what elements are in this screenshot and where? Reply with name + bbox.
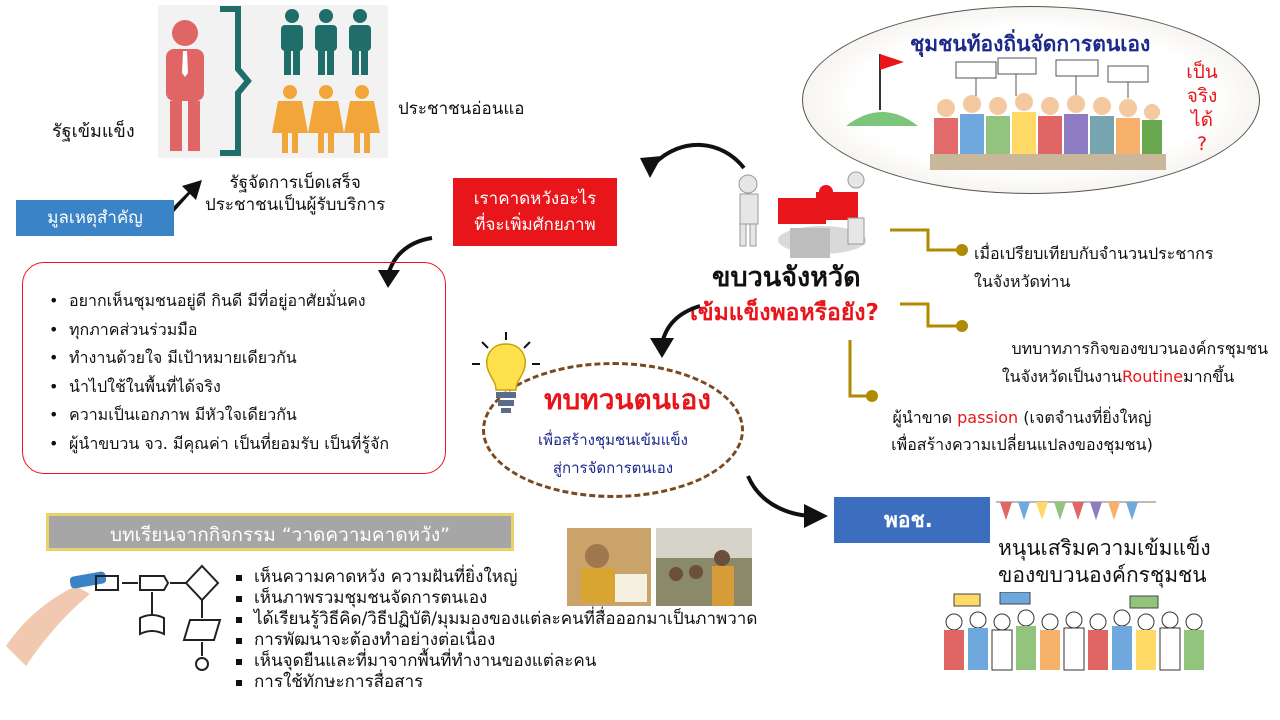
expectation-item: ผู้นำขบวน จว. มีคุณค่า เป็นที่ยอมรับ เป็… [47, 430, 389, 459]
passion-text: passion [957, 408, 1019, 427]
expectation-item: อยากเห็นชุมชนอยู่ดี กินดี มีที่อยู่อาศัย… [47, 287, 389, 316]
oval-question-line1: เป็น [1186, 61, 1218, 83]
right-point-3-line2: เพื่อสร้างความเปลี่ยนแปลงของชุมชน) [891, 435, 1153, 454]
orange-people-icon [272, 85, 380, 153]
right-point-2-line1: บทบาทภารกิจของขบวนองค์กรชุมชน [1011, 339, 1268, 358]
expectation-item: นำไปใช้ในพื้นที่ได้จริง [47, 373, 389, 402]
curved-arrow-left-icon [640, 142, 746, 178]
review-line1: เพื่อสร้างชุมชนเข้มแข็ง [538, 431, 688, 449]
right-point-2-line2: ในจังหวัดเป็นงานRoutineมากขึ้น [968, 363, 1268, 391]
lesson-item: เห็นความคาดหวัง ความฝันที่ยิ่งใหญ่ [232, 567, 757, 588]
oval-question-line4: ? [1196, 133, 1208, 155]
podc-line2: ของขบวนองค์กรชุมชน [998, 563, 1207, 587]
black-arrow-icon [170, 180, 202, 212]
lesson-item: เห็นภาพรวมชุมชนจัดการตนเอง [232, 588, 757, 609]
expectation-item: ทำงานด้วยใจ มีเป้าหมายเดียวกัน [47, 344, 389, 373]
light-bulb-icon [472, 332, 540, 413]
crowd-signs-icon [930, 57, 1166, 170]
teal-people-icon [281, 9, 371, 75]
right-point-3-line1: ผู้นำขาด passion (เจตจำนงที่ยิ่งใหญ่ [872, 404, 1172, 431]
podc-label: พอช. [834, 497, 990, 543]
strong-state-label: รัฐเข้มแข็ง [52, 121, 135, 142]
review-title: ทบทวนตนเอง [544, 383, 711, 416]
expectation-item: ความเป็นเอกภาพ มีหัวใจเดียวกัน [47, 401, 389, 430]
right-point-3-pre: ผู้นำขาด [892, 408, 958, 427]
flag-hill-icon [846, 54, 918, 126]
lesson-list: เห็นความคาดหวัง ความฝันที่ยิ่งใหญ่ เห็นภ… [232, 567, 757, 693]
bunting-flags-icon [996, 501, 1156, 520]
lesson-item: การพัฒนาจะต้องทำอย่างต่อเนื่อง [232, 630, 757, 651]
expectation-line2: ที่จะเพิ่มศักยภาพ [474, 215, 596, 235]
oval-title: ชุมชนท้องถิ่นจัดการตนเอง [910, 32, 1151, 56]
review-line2: สู่การจัดการตนเอง [552, 459, 674, 477]
lesson-item: ได้เรียนรู้วิธีคิด/วิธีปฏิบัติ/มุมมองของ… [232, 609, 757, 630]
right-point-3: ผู้นำขาด passion (เจตจำนงที่ยิ่งใหญ่ เพื… [872, 404, 1172, 458]
right-point-1-line1: เมื่อเปรียบเทียบกับจำนวนประชากร [974, 244, 1214, 263]
expectation-item: ทุกภาคส่วนร่วมมือ [47, 316, 389, 345]
center-title: ขบวนจังหวัด [712, 262, 861, 293]
state-caption-line1: รัฐจัดการเบ็ดเสร็จ [229, 173, 361, 193]
reason-label: มูลเหตุสำคัญ [16, 200, 174, 236]
right-point-2-post: มากขึ้น [1183, 367, 1235, 386]
arrow-to-podc-icon [746, 475, 828, 528]
review-text: เพื่อสร้างชุมชนเข้มแข็ง สู่การจัดการตนเอ… [513, 426, 713, 482]
lesson-item: เห็นจุดยืนและที่มาจากพื้นที่ทำงานของแต่ล… [232, 651, 757, 672]
routine-text: Routine [1122, 367, 1184, 386]
center-question: เข้มแข็งพอหรือยัง? [690, 300, 879, 326]
podc-line1: หนุนเสริมความเข้มแข็ง [998, 536, 1211, 560]
right-point-2-pre: ในจังหวัดเป็นงาน [1001, 367, 1123, 386]
state-people-graphic [158, 5, 388, 158]
right-point-2: บทบาทภารกิจของขบวนองค์กรชุมชน ในจังหวัดเ… [968, 335, 1268, 391]
expectation-line1: เราคาดหวังอะไร [473, 189, 597, 209]
expectation-box: เราคาดหวังอะไร ที่จะเพิ่มศักยภาพ [453, 178, 617, 246]
expectation-list-box: อยากเห็นชุมชนอยู่ดี กินดี มีที่อยู่อาศัย… [22, 262, 446, 474]
hand-flowchart-icon [6, 564, 222, 671]
state-caption: รัฐจัดการเบ็ดเสร็จ ประชาชนเป็นผู้รับบริก… [205, 172, 385, 216]
expectation-list: อยากเห็นชุมชนอยู่ดี กินดี มีที่อยู่อาศัย… [47, 287, 389, 458]
oval-question: เป็น จริง ได้ ? [1180, 60, 1224, 156]
photo-meeting-icon [656, 528, 752, 606]
weak-people-label: ประชาชนอ่อนแอ [398, 99, 525, 119]
curved-arrow-icon [378, 236, 433, 288]
right-point-1: เมื่อเปรียบเทียบกับจำนวนประชากร ในจังหวั… [974, 240, 1213, 296]
review-oval [482, 362, 744, 498]
oval-question-line3: ได้ [1191, 109, 1213, 131]
people-figures-icon [166, 6, 252, 156]
arrow-to-review-icon [650, 304, 701, 358]
oval-question-line2: จริง [1186, 85, 1218, 107]
state-caption-line2: ประชาชนเป็นผู้รับบริการ [205, 195, 386, 215]
right-point-3-post: (เจตจำนงที่ยิ่งใหญ่ [1018, 408, 1152, 427]
puzzle-people-icon [738, 171, 866, 258]
podc-text: หนุนเสริมความเข้มแข็ง ของขบวนองค์กรชุมชน [998, 535, 1211, 589]
lesson-item: การใช้ทักษะการสื่อสาร [232, 672, 757, 693]
lesson-title: บทเรียนจากกิจกรรม “วาดความคาดหวัง” [46, 513, 514, 551]
right-point-1-line2: ในจังหวัดท่าน [974, 272, 1071, 291]
photo-drawing-icon [567, 528, 651, 606]
podc-crowd-icon [944, 592, 1204, 671]
gold-connectors [848, 228, 968, 402]
